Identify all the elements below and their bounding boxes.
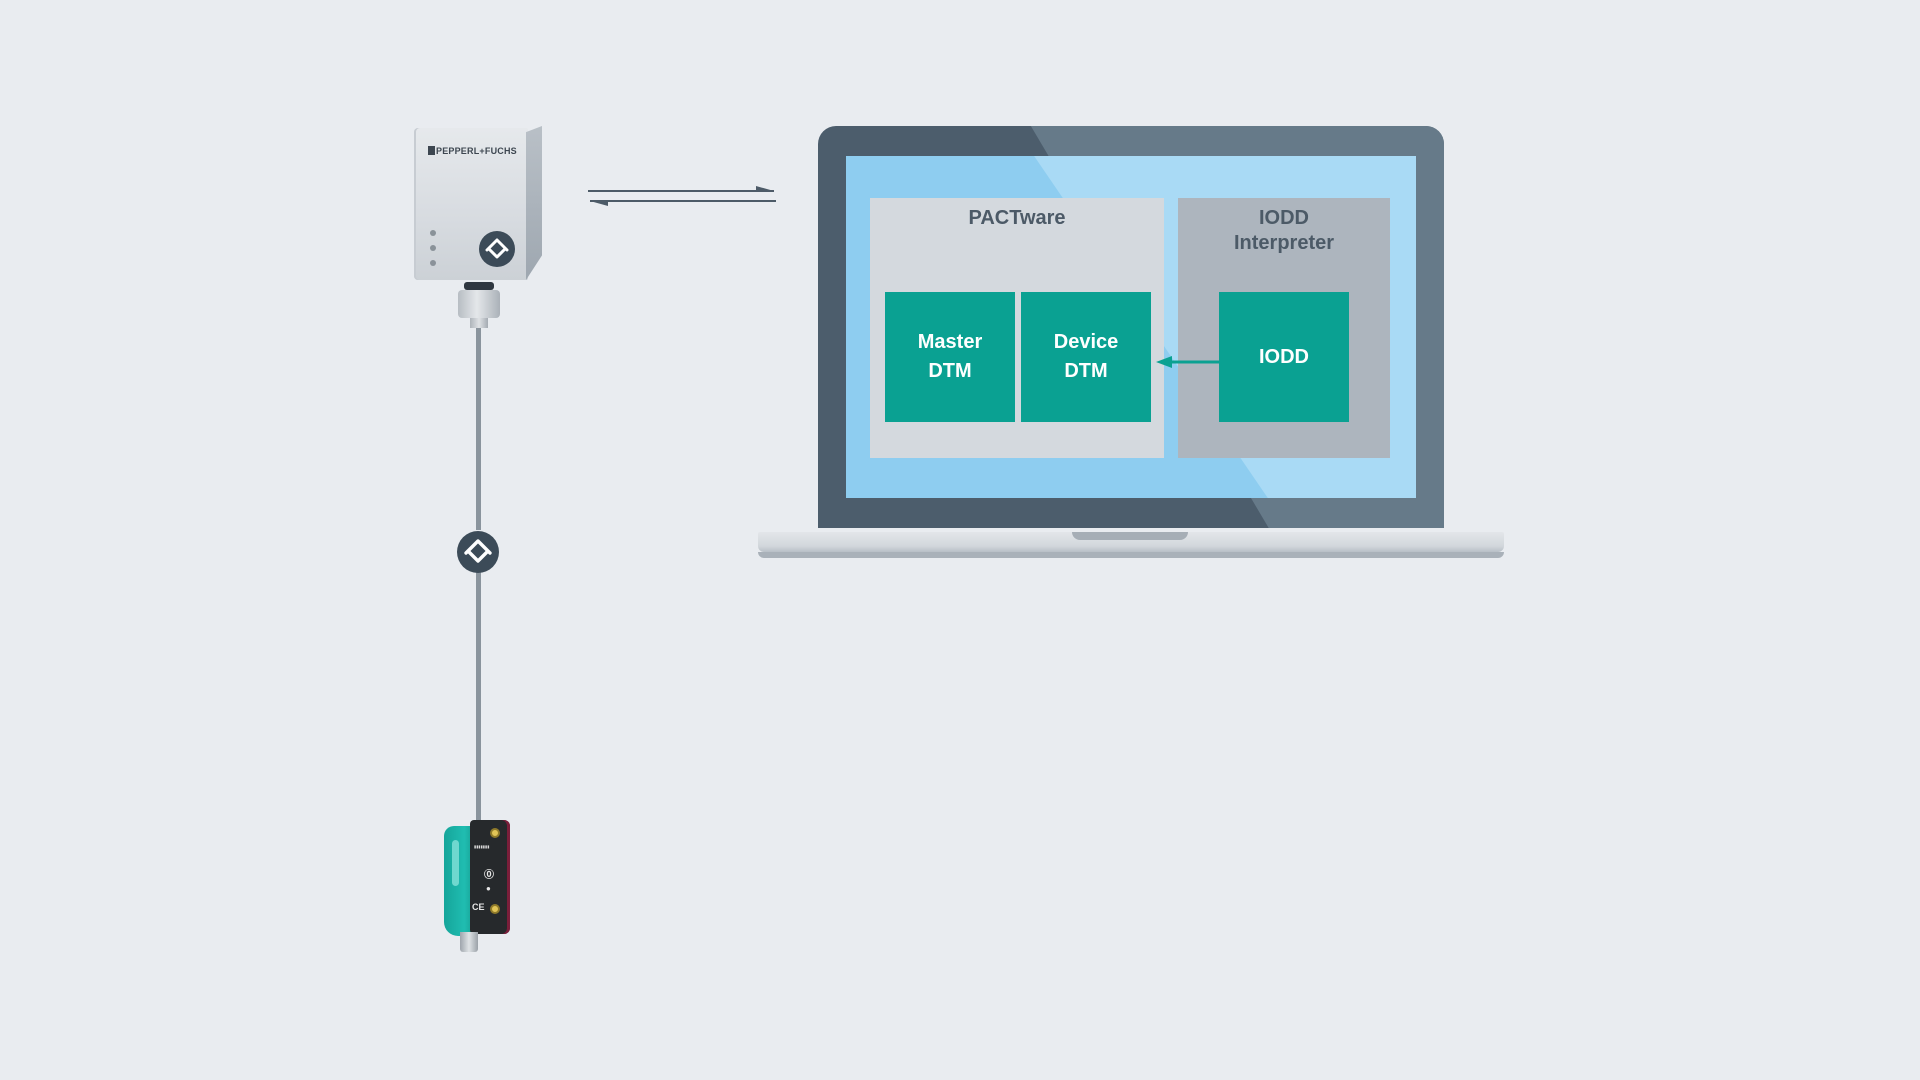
master-brand-text: PEPPERL+FUCHS: [436, 146, 517, 156]
pactware-title: PACTware: [968, 207, 1066, 229]
master-port: [464, 282, 494, 290]
io-link-icon: [457, 531, 499, 573]
ce-mark: CE: [472, 902, 485, 912]
interpreter-title-line2: Interpreter: [1233, 232, 1335, 254]
master-side: [526, 126, 542, 280]
sensor-lens: [452, 840, 459, 886]
laptop-notch: [1072, 532, 1188, 540]
symbol-icon: ●: [486, 884, 491, 893]
status-led: [430, 260, 436, 266]
sensor-front-panel: [470, 820, 510, 934]
brand-mark-icon: [428, 146, 435, 155]
io-link-master: PEPPERL+FUCHS: [414, 126, 544, 282]
status-led: [430, 245, 436, 251]
laptop: PACTware IODD Interpreter Master DTM Dev…: [818, 126, 1444, 528]
device-dtm-box: Device DTM: [1021, 292, 1151, 422]
sensor-screw-icon: [490, 904, 500, 914]
master-dtm-line1: Master: [917, 331, 983, 353]
io-link-cable: [476, 328, 481, 530]
master-dtm-box: Master DTM: [885, 292, 1015, 422]
master-brand-logo: PEPPERL+FUCHS: [428, 146, 517, 156]
sensor-screw-icon: [490, 828, 500, 838]
laptop-base-shadow: [758, 552, 1504, 558]
arrow-left-icon: [1156, 356, 1220, 368]
io-link-icon: [479, 231, 515, 267]
io-link-cable: [476, 572, 481, 820]
status-led: [430, 230, 436, 236]
device-dtm-line1: Device: [1053, 331, 1119, 353]
laptop-base: [758, 532, 1504, 552]
io-link-sensor: ▮▮▮▮▮▮▮ ⓪ ● CE: [442, 818, 514, 954]
iodd-box: IODD: [1219, 292, 1349, 422]
interpreter-title-line1: IODD: [1259, 207, 1309, 229]
certification-icon: ⓪: [484, 870, 494, 881]
device-dtm-line2: DTM: [1064, 360, 1108, 382]
master-dtm-line2: DTM: [928, 360, 972, 382]
sensor-plug: [460, 932, 478, 952]
bidirectional-arrows-icon: [588, 186, 776, 206]
connector-neck: [470, 318, 488, 328]
sensor-brand-text: ▮▮▮▮▮▮▮: [474, 844, 490, 849]
connector-nut: [458, 290, 500, 318]
iodd-label: IODD: [1259, 345, 1309, 368]
